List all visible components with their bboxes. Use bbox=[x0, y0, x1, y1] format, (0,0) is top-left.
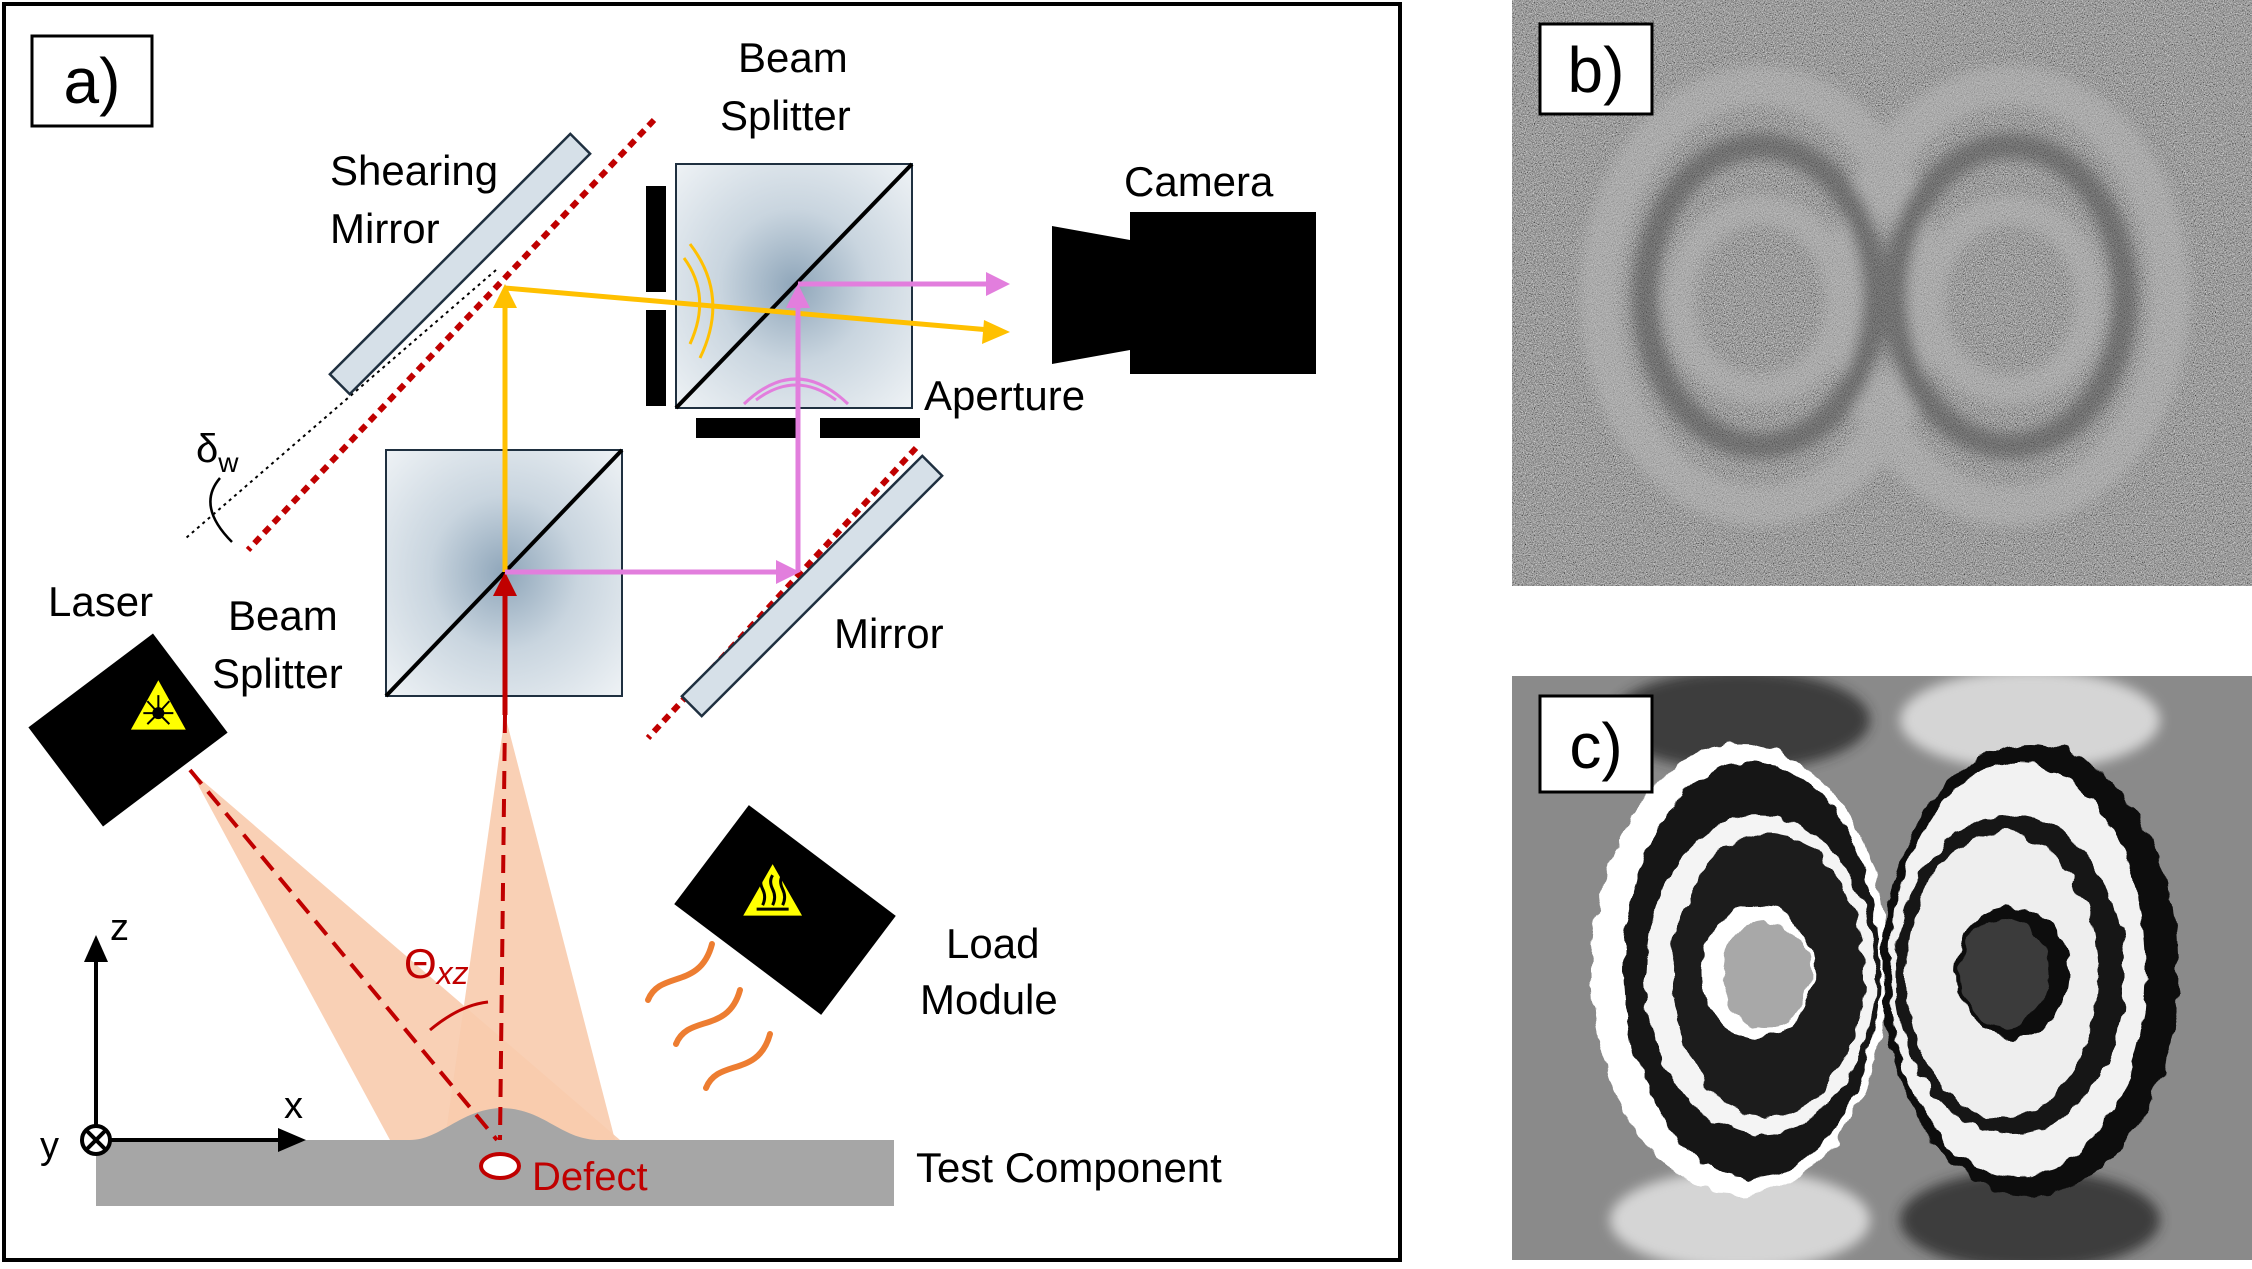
beam-splitter-bottom-diagonal bbox=[384, 448, 624, 698]
z-axis-arrow bbox=[84, 935, 108, 962]
observation-ray bbox=[498, 714, 507, 1141]
delta-w-arc bbox=[209, 477, 233, 543]
camera-body bbox=[1130, 212, 1316, 374]
camera bbox=[1052, 212, 1316, 374]
panel-a-label-box bbox=[30, 34, 154, 128]
yellow-beam-up-arrow bbox=[493, 284, 517, 308]
y-axis-cross-2 bbox=[85, 1129, 107, 1151]
shearing-mirror-label-2: Mirror bbox=[330, 205, 440, 252]
pink-beam-right-arrow bbox=[776, 560, 800, 584]
panel-b-label-box bbox=[1538, 22, 1654, 116]
beam-splitter-top-label-1: Beam bbox=[738, 34, 848, 81]
load-module bbox=[674, 805, 896, 1015]
panel-c-label-box bbox=[1538, 694, 1654, 794]
yellow-beam-out bbox=[504, 285, 991, 333]
pink-beam-up-arrow bbox=[786, 284, 810, 308]
laser-hazard-icon bbox=[125, 674, 191, 733]
aperture-label: Aperture bbox=[924, 372, 1085, 419]
z-axis-label: z bbox=[110, 907, 129, 949]
aperture-left-upper bbox=[646, 186, 666, 292]
mirror-label: Mirror bbox=[834, 610, 944, 657]
defect-label: Defect bbox=[532, 1155, 648, 1199]
panel-b-label: b) bbox=[1568, 34, 1625, 106]
heat-waves bbox=[645, 941, 773, 1091]
beam-splitter-bottom-label-1: Beam bbox=[228, 592, 338, 639]
yellow-beam-out-arrow bbox=[982, 320, 1010, 344]
load-module-label-1: Load bbox=[946, 920, 1039, 967]
heat-wave-3 bbox=[703, 1031, 773, 1091]
observation-cone bbox=[445, 715, 615, 1140]
defect-marker bbox=[479, 1152, 521, 1180]
theta-label: Θxz bbox=[404, 940, 469, 991]
illumination-ray bbox=[188, 768, 499, 1142]
camera-lens bbox=[1052, 226, 1130, 364]
phase-fringes bbox=[1592, 744, 2178, 1196]
aperture-bottom-right bbox=[820, 418, 920, 438]
aperture-bottom-left bbox=[696, 418, 796, 438]
load-module-label-2: Module bbox=[920, 976, 1058, 1023]
reference-mirror bbox=[680, 454, 944, 718]
panel-c-image bbox=[1512, 676, 2252, 1260]
heat-wave-2 bbox=[673, 987, 743, 1047]
laser-label: Laser bbox=[48, 578, 153, 625]
shearing-mirror-plane bbox=[245, 117, 657, 553]
beam-splitter-top-diagonal bbox=[674, 162, 914, 410]
aperture-left-lower bbox=[646, 310, 666, 406]
panel-c-label: c) bbox=[1569, 710, 1622, 782]
heat-wave-1 bbox=[645, 941, 715, 1003]
theta-arc bbox=[429, 1000, 489, 1032]
speckle-fringes bbox=[1580, 66, 2190, 526]
heat-hazard-icon bbox=[738, 858, 808, 919]
original-mirror-plane bbox=[185, 269, 497, 539]
test-component-label: Test Component bbox=[916, 1144, 1222, 1191]
yellow-wavefronts bbox=[682, 243, 715, 359]
delta-w-label: δw bbox=[196, 427, 239, 478]
panel-a-label: a) bbox=[64, 45, 121, 117]
beam-splitter-bottom-label-2: Splitter bbox=[212, 650, 343, 697]
beam-splitter-top-label-2: Splitter bbox=[720, 92, 851, 139]
shearing-mirror bbox=[328, 132, 592, 396]
shearing-mirror-label-1: Shearing bbox=[330, 147, 498, 194]
panel-b-image bbox=[1512, 0, 2252, 586]
x-axis-arrow bbox=[278, 1128, 306, 1152]
red-beam-arrow bbox=[493, 572, 517, 596]
y-axis-label: y bbox=[40, 1125, 59, 1167]
x-axis-label: x bbox=[284, 1085, 303, 1127]
camera-label: Camera bbox=[1124, 158, 1274, 205]
laser bbox=[28, 633, 228, 827]
pink-beam-out-arrow bbox=[986, 272, 1010, 296]
